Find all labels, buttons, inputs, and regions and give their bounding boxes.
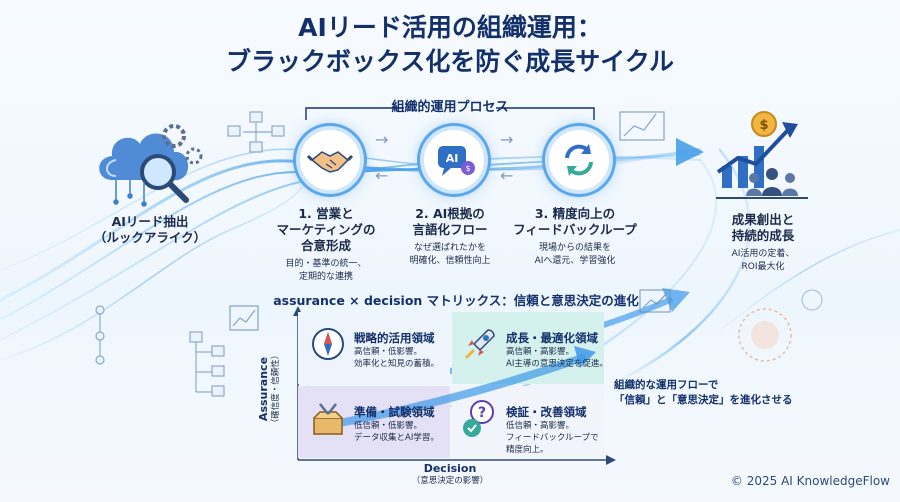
svg-text:$: $ <box>759 118 768 133</box>
toolbox-icon <box>313 403 343 435</box>
step-3-label-l1: 3. 精度向上の <box>534 206 616 221</box>
step-1-label-l1: 1. 営業と <box>298 206 354 221</box>
quadrant-desc-l2: フィードバックループで <box>506 433 599 443</box>
matrix-progress-arrow <box>330 346 596 428</box>
step-3-circle[interactable] <box>545 126 613 194</box>
refresh-icon <box>565 144 593 176</box>
arrow-right-icon: → <box>500 130 514 149</box>
quadrant-bottom-left-text: 準備・試験領域 低信頼・低影響。 データ収集とAI学習。 <box>354 404 450 444</box>
quadrant-desc-l1: 高信頼・低影響。 <box>354 347 423 357</box>
growth-chart-icon: $ <box>716 111 808 199</box>
right-node-desc-l2: ROI最大化 <box>741 262 785 272</box>
quadrant-desc-l1: 高信頼・高影響。 <box>506 347 575 357</box>
evolution-note-l2: 「信頼」と「意思決定」を進化させる <box>614 394 793 406</box>
process-label: 組織的運用プロセス <box>391 100 509 115</box>
x-axis-sub: （意思決定の影響） <box>411 476 489 486</box>
evolution-note-l1: 組織的な運用フローで <box>614 379 719 391</box>
right-node-label-l1: 成果創出と <box>731 212 795 227</box>
quadrant-desc-l1: 低信頼・低影響。 <box>354 421 423 431</box>
step-1-label-l2: マーケティングの <box>276 222 376 237</box>
step-1-circle[interactable] <box>296 126 364 194</box>
step-2-desc: なぜ選ばれたかを 明確化、信頼性向上 <box>395 242 505 268</box>
left-node-label-l1: AIリード抽出 <box>111 214 189 229</box>
step-2-desc-l1: なぜ選ばれたかを <box>413 243 486 253</box>
quadrant-title: 準備・試験領域 <box>354 405 435 419</box>
quadrant-title: 検証・改善領域 <box>506 405 587 419</box>
evolution-note: 組織的な運用フローで 「信頼」と「意思決定」を進化させる <box>614 378 814 408</box>
question-check-icon: ? <box>463 400 494 437</box>
handshake-icon <box>306 151 354 173</box>
copyright: © 2025 AI KnowledgeFlow <box>730 474 890 488</box>
step-2-label: 2. AI根拠の 言語化フロー <box>395 206 505 238</box>
quadrant-desc-l2: データ収集とAI学習。 <box>354 433 439 443</box>
cloud-search-icon <box>99 124 203 207</box>
rocket-icon <box>464 329 495 360</box>
page-title-line1: AIリード活用の組織運用： <box>298 13 602 42</box>
x-axis-title: Decision <box>423 462 477 475</box>
arrow-left-icon: ← <box>500 166 514 185</box>
step-3-desc-l1: 現場からの結果を <box>538 243 611 253</box>
quadrant-title: 戦略的活用領域 <box>354 331 435 345</box>
right-node-label: 成果創出と 持続的成長 <box>708 212 818 244</box>
quadrant-top-right-text: 成長・最適化領域 高信頼・高影響。 AI主導の意思決定を促進。 <box>506 330 616 370</box>
svg-text:$: $ <box>465 164 470 173</box>
page-title-line2: ブラックボックス化を防ぐ成長サイクル <box>225 47 674 76</box>
ai-chat-icon: AI $ <box>438 146 475 176</box>
right-node-label-l2: 持続的成長 <box>731 228 795 243</box>
right-node-desc: AI活用の定着、 ROI最大化 <box>700 248 826 274</box>
step-1-desc: 目的・基準の統一、 定期的な連携 <box>276 258 376 284</box>
step-2-desc-l2: 明確化、信頼性向上 <box>409 256 491 266</box>
x-axis-label: Decision （意思決定の影響） <box>380 462 520 488</box>
quadrant-desc-l2: 効率化と知見の蓄積。 <box>354 359 440 369</box>
arrow-right-icon: → <box>375 130 389 149</box>
y-axis-title: Assurance <box>257 356 270 422</box>
quadrant-desc-l2: AI主導の意思決定を促進。 <box>506 359 608 369</box>
process-bracket <box>305 107 595 120</box>
quadrant-title: 成長・最適化領域 <box>506 331 598 345</box>
left-node-label: AIリード抽出 （ルックアライク） <box>90 214 210 246</box>
matrix-title: assurance × decision マトリックス：信頼と意思決定の進化 <box>273 293 639 308</box>
quadrant-top-left-text: 戦略的活用領域 高信頼・低影響。 効率化と知見の蓄積。 <box>354 330 450 370</box>
y-axis-sub: （確信度・信頼性） <box>271 350 281 428</box>
compass-icon <box>312 328 344 360</box>
step-1-desc-l1: 目的・基準の統一、 <box>285 259 367 269</box>
step-3-label-l2: フィードバックループ <box>513 222 637 237</box>
step-1-desc-l2: 定期的な連携 <box>298 272 353 282</box>
step-3-desc: 現場からの結果を AIへ還元、学習強化 <box>510 242 640 268</box>
quadrant-desc-l1: 低信頼・高影響。 <box>506 421 575 431</box>
step-2-circle[interactable]: AI $ <box>420 126 488 194</box>
y-axis-label: Assurance （確信度・信頼性） <box>257 329 283 449</box>
step-1-label-l3: 合意形成 <box>300 238 351 253</box>
svg-text:?: ? <box>478 405 486 421</box>
quadrant-bottom-right-text: 検証・改善領域 低信頼・高影響。 フィードバックループで 精度向上。 <box>506 404 610 456</box>
left-node-label-l2: （ルックアライク） <box>93 230 207 245</box>
svg-text:AI: AI <box>446 152 459 165</box>
quadrant-desc-l3: 精度向上。 <box>506 445 549 455</box>
arrow-left-icon: ← <box>375 166 389 185</box>
step-3-desc-l2: AIへ還元、学習強化 <box>534 256 616 266</box>
right-node-desc-l1: AI活用の定着、 <box>731 249 795 259</box>
step-3-label: 3. 精度向上の フィードバックループ <box>510 206 640 238</box>
step-1-label: 1. 営業と マーケティングの 合意形成 <box>276 206 376 254</box>
step-2-label-l1: 2. AI根拠の <box>415 206 485 221</box>
step-2-label-l2: 言語化フロー <box>412 222 488 237</box>
